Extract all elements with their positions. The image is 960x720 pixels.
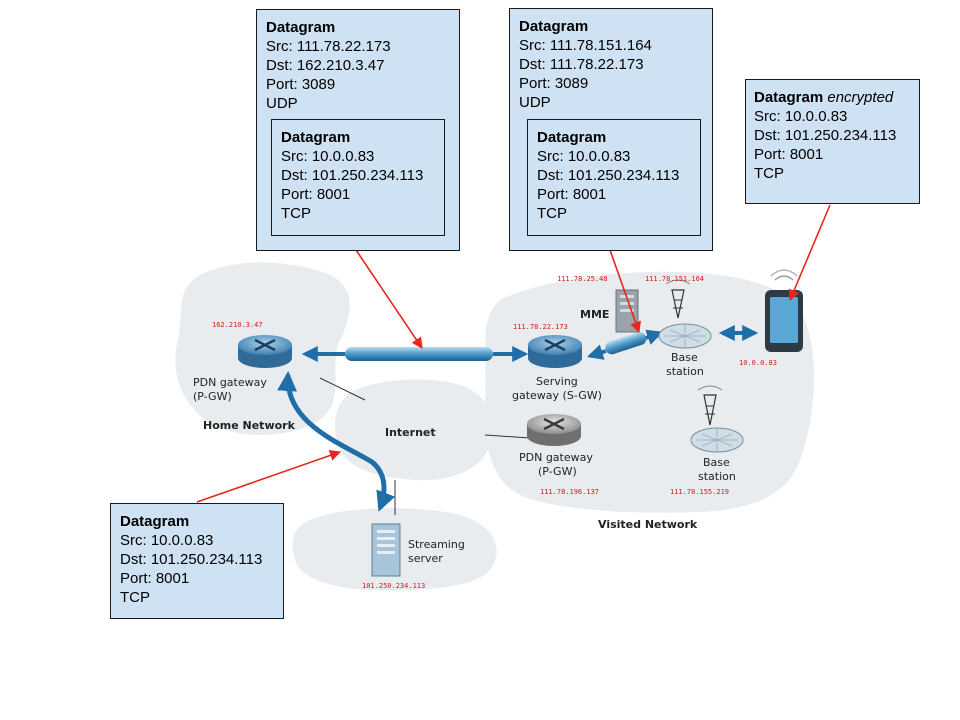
inner-datagram-box: Datagram Src: 10.0.0.83 Dst: 101.250.234…: [527, 119, 701, 236]
home-pgw-label-1: PDN gateway: [193, 376, 267, 389]
datagram-title-row: Datagram encrypted: [754, 88, 911, 107]
inner-datagram-title: Datagram: [281, 129, 351, 146]
sgw-router-icon: [528, 335, 582, 368]
datagram-dst: Dst: 111.78.22.173: [519, 56, 644, 73]
base1-ip: 111.78.151.164: [645, 275, 704, 283]
sgw-ip: 111.78.22.173: [513, 323, 568, 331]
base1-label-1: Base: [671, 351, 698, 364]
datagram-proto: TCP: [754, 165, 784, 182]
datagram-title: Datagram: [120, 513, 190, 530]
datagram-src: Src: 10.0.0.83: [120, 532, 214, 549]
inner-datagram-port: Port: 8001: [281, 186, 351, 203]
datagram-proto: UDP: [519, 94, 551, 111]
inner-datagram-src: Src: 10.0.0.83: [281, 148, 375, 165]
tunnel-sgw-to-base: [605, 332, 647, 355]
datagram-src: Src: 111.78.151.164: [519, 37, 652, 54]
base2-label-1: Base: [703, 456, 730, 469]
mme-label: MME: [580, 308, 609, 321]
sgw-label-1: Serving: [536, 375, 578, 388]
encrypted-label: encrypted: [827, 89, 894, 106]
home-pgw-ip: 162.210.3.47: [212, 321, 263, 329]
datagram-proto: UDP: [266, 95, 298, 112]
visited-pgw-ip: 111.78.196.137: [540, 488, 599, 496]
streaming-server-icon: [371, 523, 401, 577]
datagram-title: Datagram: [519, 18, 589, 35]
inner-datagram-title: Datagram: [537, 129, 607, 146]
base-station-2-icon: [690, 385, 744, 453]
datagram-src: Src: 10.0.0.83: [754, 108, 848, 125]
datagram-box-visited-tunnel: Datagram Src: 111.78.151.164 Dst: 111.78…: [509, 8, 713, 251]
streaming-ip: 101.250.234.113: [362, 582, 425, 590]
visited-network-label: Visited Network: [598, 518, 698, 531]
sgw-label-2: gateway (S-GW): [512, 389, 602, 402]
streaming-label-2: server: [408, 552, 443, 565]
datagram-title: Datagram: [266, 19, 336, 36]
datagram-port: Port: 3089: [519, 75, 589, 92]
datagram-port: Port: 8001: [754, 146, 824, 163]
inner-datagram-proto: TCP: [281, 205, 311, 222]
inner-datagram-src: Src: 10.0.0.83: [537, 148, 631, 165]
visited-pgw-label-2: (P-GW): [538, 465, 577, 478]
datagram-title: Datagram: [754, 89, 824, 106]
arrow-internet: [196, 450, 342, 503]
datagram-proto: TCP: [120, 589, 150, 606]
tunnel-home-to-sgw: [345, 347, 493, 361]
inner-datagram-port: Port: 8001: [537, 186, 607, 203]
arrow-encrypted: [788, 204, 831, 302]
datagram-dst: Dst: 101.250.234.113: [120, 551, 263, 568]
base2-ip: 111.78.155.219: [670, 488, 729, 496]
traffic-path: [277, 371, 396, 512]
visited-pgw-label-1: PDN gateway: [519, 451, 593, 464]
datagram-port: Port: 3089: [266, 76, 336, 93]
streaming-label-1: Streaming: [408, 538, 465, 551]
home-pgw-router-icon: [238, 335, 292, 368]
inner-datagram-proto: TCP: [537, 205, 567, 222]
inner-datagram-dst: Dst: 101.250.234.113: [537, 167, 680, 184]
phone-ip: 10.0.0.83: [739, 359, 777, 367]
inner-datagram-box: Datagram Src: 10.0.0.83 Dst: 101.250.234…: [271, 119, 445, 236]
datagram-box-internet: Datagram Src: 10.0.0.83 Dst: 101.250.234…: [110, 503, 284, 619]
internet-label: Internet: [385, 426, 436, 439]
arrow-outer-visited: [609, 249, 641, 334]
inner-datagram-dst: Dst: 101.250.234.113: [281, 167, 424, 184]
visited-pgw-router-icon: [527, 414, 581, 446]
home-network-label: Home Network: [203, 419, 296, 432]
mme-ip: 111.78.25.48: [557, 275, 608, 283]
datagram-box-encrypted: Datagram encrypted Src: 10.0.0.83 Dst: 1…: [745, 79, 920, 204]
home-pgw-label-2: (P-GW): [193, 390, 232, 403]
smartphone-icon: [765, 269, 803, 352]
datagram-dst: Dst: 162.210.3.47: [266, 57, 385, 74]
arrow-outer-home: [355, 249, 423, 349]
base-station-1-icon: [658, 279, 712, 349]
datagram-box-home-tunnel: Datagram Src: 111.78.22.173 Dst: 162.210…: [256, 9, 460, 251]
datagram-port: Port: 8001: [120, 570, 190, 587]
base2-label-2: station: [698, 470, 736, 483]
datagram-src: Src: 111.78.22.173: [266, 38, 391, 55]
base1-label-2: station: [666, 365, 704, 378]
datagram-dst: Dst: 101.250.234.113: [754, 127, 897, 144]
